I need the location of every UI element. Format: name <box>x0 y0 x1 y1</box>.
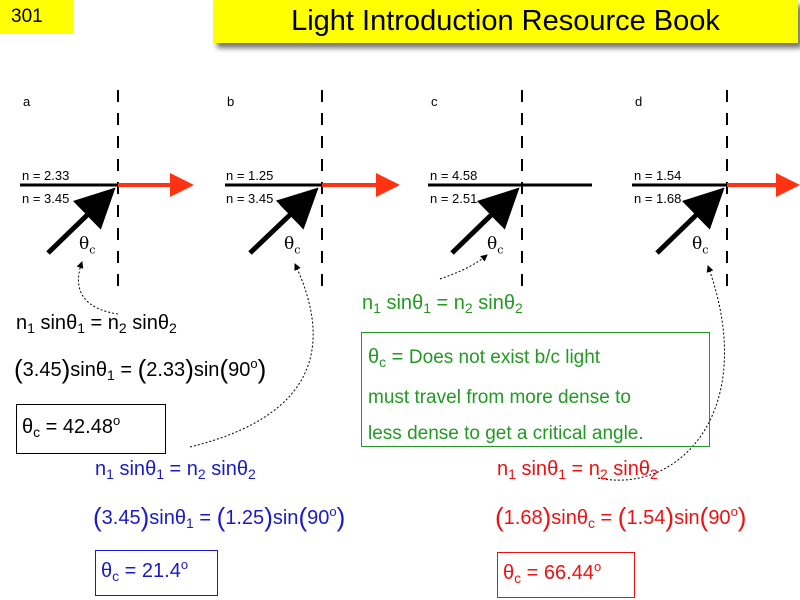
panel-label-b: b <box>227 94 235 109</box>
panel-label-d: d <box>635 94 643 109</box>
incident-ray <box>248 187 319 255</box>
n-bottom-c: n = 2.51 <box>430 191 478 206</box>
connector-d <box>597 265 726 481</box>
panel-d-diagram <box>632 90 800 290</box>
panel-a-diagram <box>20 90 194 290</box>
connector-b <box>189 263 314 448</box>
panel-label-c: c <box>431 94 438 109</box>
note-line-3: less dense to get a critical angle. <box>368 423 644 444</box>
solution-b-substitution: (3.45)sinθ1 = (1.25)sin(90o) <box>93 502 346 532</box>
panel-b-diagram <box>225 90 400 290</box>
n-bottom-b: n = 3.45 <box>226 191 274 206</box>
note-line-2: must travel from more dense to <box>368 387 631 408</box>
theta-c-label-d: θc <box>692 234 709 257</box>
connector-a <box>76 261 119 315</box>
solution-d-result-box: θc = 66.44o <box>497 552 635 598</box>
page-title: Light Introduction Resource Book <box>213 0 798 43</box>
n-top-c: n = 4.58 <box>430 168 478 183</box>
solution-d-snell-law: n1 sinθ1 = n2 sinθ2 <box>497 458 658 482</box>
connector-c <box>439 254 488 280</box>
solution-a-substitution: (3.45)sinθ1 = (2.33)sin(90o) <box>14 354 267 384</box>
theta-c-label-c: θc <box>487 234 504 257</box>
theta-c-label-a: θc <box>79 234 96 257</box>
panel-label-a: a <box>23 94 31 109</box>
solution-a-result-box: θc = 42.48o <box>16 404 166 454</box>
solution-d-substitution: (1.68)sinθc = (1.54)sin(90o) <box>495 502 747 532</box>
n-bottom-d: n = 1.68 <box>634 191 682 206</box>
incident-ray <box>46 187 116 255</box>
solution-b-result-box: θc = 21.4o <box>95 550 218 596</box>
page-number: 301 <box>0 0 73 34</box>
incident-ray <box>450 187 520 255</box>
n-top-b: n = 1.25 <box>226 168 274 183</box>
panel-c-diagram <box>428 90 592 290</box>
solution-c-note-box: θc = Does not exist b/c light must trave… <box>361 332 710 447</box>
solution-a-snell-law: n1 sinθ1 = n2 sinθ2 <box>16 312 177 336</box>
note-line-1: θc = Does not exist b/c light <box>368 346 601 370</box>
solution-c-snell-law: n1 sinθ1 = n2 sinθ2 <box>362 292 523 316</box>
incident-ray <box>655 187 725 255</box>
n-top-d: n = 1.54 <box>634 168 682 183</box>
theta-c-label-b: θc <box>284 234 301 257</box>
n-bottom-a: n = 3.45 <box>22 191 70 206</box>
solution-b-snell-law: n1 sinθ1 = n2 sinθ2 <box>95 458 256 482</box>
n-top-a: n = 2.33 <box>22 168 70 183</box>
